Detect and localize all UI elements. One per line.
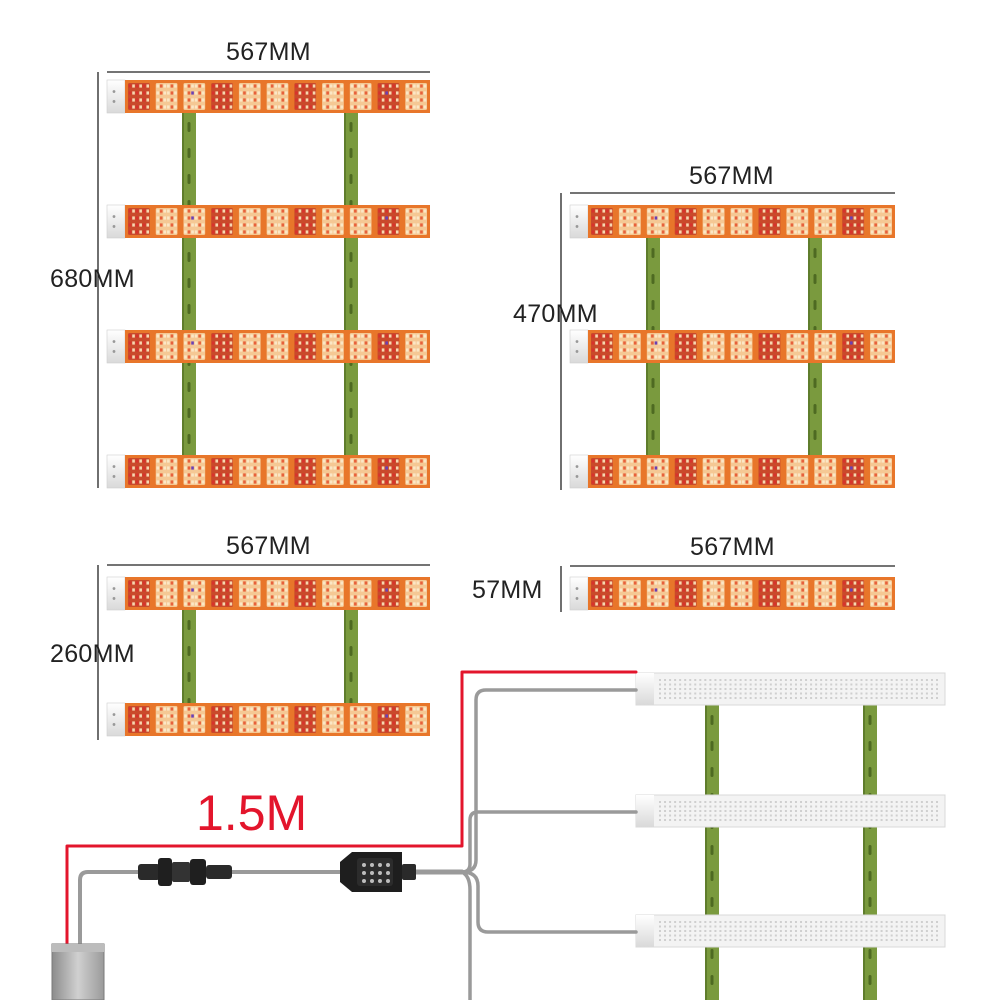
width-label-top-right: 567MM	[689, 162, 774, 190]
cable-length-label: 1.5M	[196, 785, 308, 841]
bar-b-2	[569, 329, 895, 364]
bar-a-3	[106, 329, 430, 364]
power-cables	[65, 670, 638, 1000]
bar-c-1	[106, 576, 430, 611]
bar-b-3	[569, 454, 895, 489]
white-bar-3	[635, 914, 946, 948]
width-label-top-left: 567MM	[226, 38, 311, 66]
rail-c-left	[182, 610, 196, 708]
bar-d-1	[569, 576, 895, 611]
white-bar-2	[635, 794, 946, 828]
rail-e-left	[705, 705, 719, 1000]
bar-a-4	[106, 454, 430, 489]
bar-a-2	[106, 204, 430, 239]
rail-c-right	[344, 610, 358, 708]
height-label-top-left: 680MM	[50, 265, 135, 293]
bar-a-1	[106, 79, 430, 114]
cable-length-indicator-line	[65, 670, 638, 947]
rail-a-right	[344, 112, 358, 458]
light-bars	[106, 79, 946, 948]
height-label-top-right: 470MM	[513, 300, 598, 328]
dimension-lines-top-right	[560, 192, 895, 490]
waterproof-connector-icon	[138, 858, 232, 886]
driver-box-icon	[51, 943, 105, 1000]
splitter-hub-icon	[340, 852, 416, 892]
rail-a-left	[182, 112, 196, 458]
white-bar-1	[635, 672, 946, 706]
width-label-mid-right: 567MM	[690, 533, 775, 561]
bar-c-2	[106, 702, 430, 737]
rail-e-right	[863, 705, 877, 1000]
height-label-mid-left: 260MM	[50, 640, 135, 668]
width-label-mid-left: 567MM	[226, 532, 311, 560]
height-label-mid-right: 57MM	[472, 576, 543, 604]
dimension-lines-mid-right	[560, 565, 895, 612]
dimension-lines-mid-left	[97, 564, 430, 740]
bar-b-1	[569, 204, 895, 239]
dimension-lines-top-left	[97, 71, 430, 488]
